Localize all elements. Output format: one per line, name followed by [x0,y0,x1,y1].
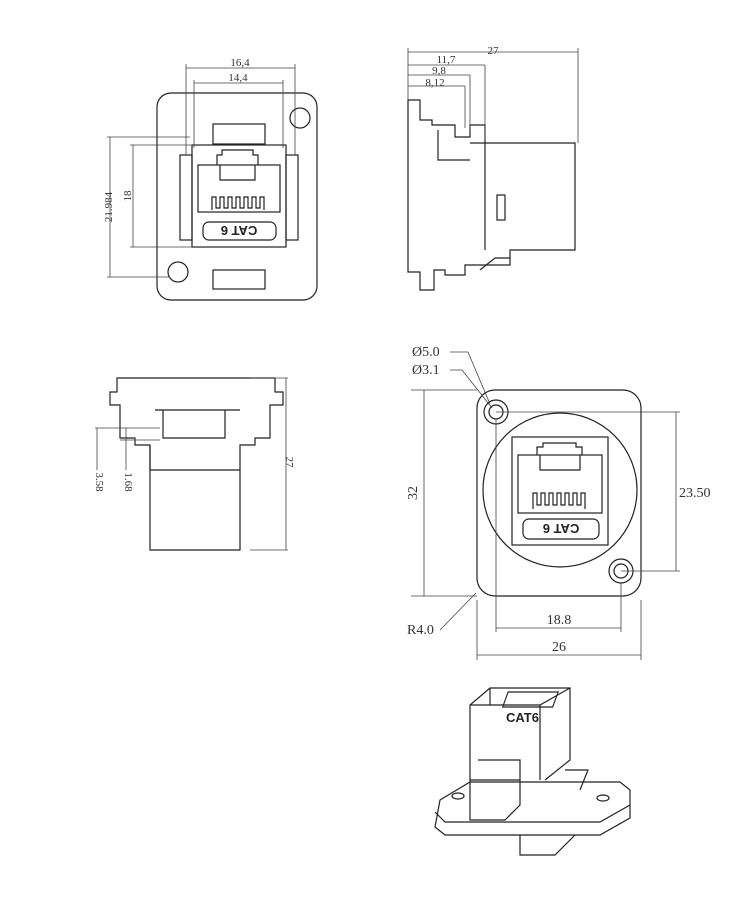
dim-1-68: 1.68 [122,472,134,492]
dim-27-side: 27 [488,45,500,57]
dim-26: 26 [552,640,566,655]
flange-view: CAT 6 Ø5.0 Ø3.1 32 23.50 18.8 26 R4.0 [406,345,711,660]
dim-8-12: 8,12 [425,77,444,89]
dim-32: 32 [406,486,421,500]
dim-27-bottom: 27 [283,457,295,469]
hole-inner-dim: Ø3.1 [412,363,440,378]
side-view: 27 11,7 9,8 8,12 [407,45,579,291]
dim-18-8: 18.8 [547,613,572,628]
radius-dim: R4.0 [407,623,434,638]
dim-23-50: 23.50 [679,486,711,501]
dim-18: 18 [122,190,134,202]
front-view: CAT 6 16,4 14,4 21.984 18 [103,57,318,301]
iso-cat6-label: CAT6 [506,710,539,725]
dim-14-4: 14,4 [228,72,248,84]
iso-view: CAT6 [434,687,631,856]
hole-outer-dim: Ø5.0 [412,345,440,360]
dim-11-7: 11,7 [437,54,456,66]
front-cat6-label: CAT 6 [221,223,258,238]
flange-cat6-label: CAT 6 [543,521,580,536]
dim-3-58: 3.58 [93,472,105,492]
dim-21-984: 21.984 [103,191,115,222]
bottom-view: 3.58 1.68 27 [93,377,295,551]
dim-9-8: 9,8 [432,65,446,77]
dim-16-4: 16,4 [230,57,250,69]
